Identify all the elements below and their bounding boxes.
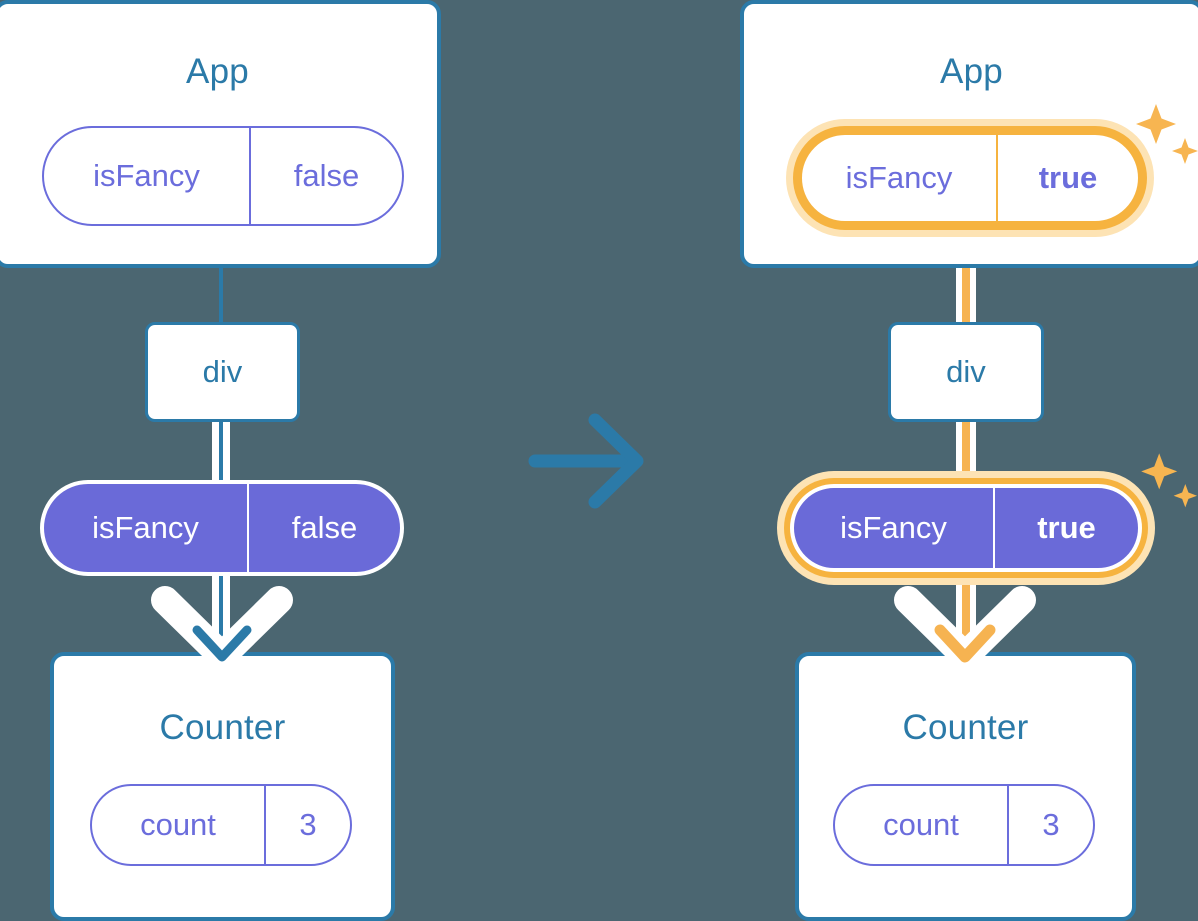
div-node-label: div bbox=[202, 354, 243, 389]
state-pill-value: false bbox=[249, 128, 402, 224]
state-pill-key: isFancy bbox=[93, 158, 200, 193]
component-title-counter-before: Counter bbox=[159, 708, 286, 747]
div-node-before: div bbox=[145, 322, 300, 422]
connector-app-to-div-left bbox=[219, 262, 223, 324]
prop-pill-value: false bbox=[247, 484, 400, 572]
prop-pill-key: isFancy bbox=[840, 510, 947, 545]
transition-arrow-icon bbox=[528, 413, 644, 509]
prop-pill-after[interactable]: isFancy true bbox=[790, 484, 1142, 572]
state-pill-key: count bbox=[140, 807, 216, 842]
sparkle-large-icon bbox=[1141, 453, 1178, 490]
state-pill-app-after[interactable]: isFancy true bbox=[800, 133, 1140, 223]
sparkle-group-prop bbox=[1141, 453, 1197, 508]
arrow-head-right bbox=[934, 624, 996, 663]
state-pill-key: isFancy bbox=[845, 160, 953, 195]
div-node-label: div bbox=[946, 354, 986, 389]
state-pill-counter-before[interactable]: count 3 bbox=[90, 784, 352, 866]
state-pill-value: 3 bbox=[264, 786, 350, 864]
fan-arrow-right bbox=[894, 586, 1036, 669]
sparkle-large-icon bbox=[1136, 104, 1176, 144]
state-pill-app-before[interactable]: isFancy false bbox=[42, 126, 404, 226]
sparkle-group-app bbox=[1136, 104, 1198, 164]
state-pill-key: count bbox=[883, 807, 959, 842]
prop-pill-value: true bbox=[993, 488, 1138, 568]
div-node-after: div bbox=[888, 322, 1044, 422]
state-pill-value: 3 bbox=[1007, 786, 1093, 864]
connector-div-to-pill-right bbox=[962, 418, 970, 492]
fan-arrow-left bbox=[151, 586, 293, 669]
connector-pill-to-counter-right bbox=[962, 560, 970, 668]
connector-div-to-pill-left bbox=[219, 418, 223, 490]
sparkle-small-icon bbox=[1172, 138, 1198, 164]
arrow-head-left bbox=[192, 625, 252, 662]
component-title-app-before: App bbox=[186, 52, 249, 91]
prop-pill-before[interactable]: isFancy false bbox=[40, 480, 404, 576]
sparkle-small-icon bbox=[1173, 484, 1197, 508]
connector-app-to-div-right bbox=[962, 228, 970, 326]
state-pill-value: true bbox=[996, 135, 1138, 221]
component-title-app-after: App bbox=[940, 52, 1003, 91]
component-title-counter-after: Counter bbox=[902, 708, 1029, 747]
state-pill-counter-after[interactable]: count 3 bbox=[833, 784, 1095, 866]
prop-pill-key: isFancy bbox=[92, 510, 199, 545]
connector-pill-to-counter-left bbox=[219, 560, 223, 668]
